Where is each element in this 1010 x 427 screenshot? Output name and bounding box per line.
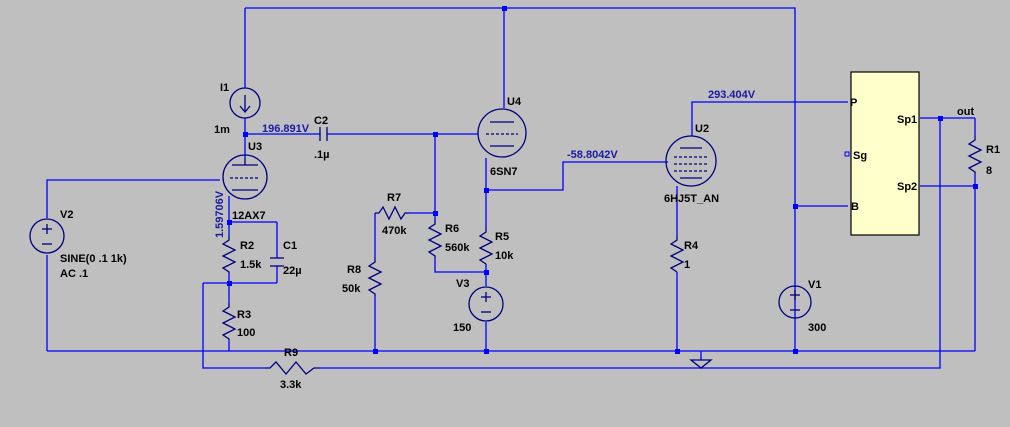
value-r2: 1.5k (240, 259, 262, 271)
value-i1: 1m (214, 124, 230, 136)
capacitor-c2 (319, 127, 328, 141)
label-out: out (957, 106, 974, 118)
tube-u3 (222, 154, 268, 200)
resistor-r9 (265, 360, 320, 376)
model-u2: 6HJ5T_AN (664, 193, 719, 205)
model-u3: 12AX7 (232, 210, 266, 222)
label-v1: V1 (808, 279, 821, 291)
label-r4: R4 (684, 240, 699, 252)
voltage-source-v2 (29, 218, 65, 254)
ground-symbol (689, 359, 713, 369)
resistor-r7 (375, 205, 409, 221)
voltage-u2-grid: -58.8042V (567, 149, 618, 161)
resistor-r2 (221, 236, 237, 273)
resistor-r3 (221, 303, 237, 340)
value-v2-line1: SINE(0 .1 1k) (60, 253, 127, 265)
pin-p: P (850, 97, 857, 109)
tube-u4 (477, 108, 527, 158)
resistor-r5 (478, 228, 494, 265)
pin-sp1: Sp1 (897, 114, 917, 126)
label-r2: R2 (240, 240, 254, 252)
voltage-source-v1 (778, 285, 812, 319)
resistor-r6 (427, 220, 443, 258)
value-r1: 8 (986, 165, 992, 177)
label-i1: I1 (220, 82, 229, 94)
wires (46, 7, 976, 369)
value-v2-line2: AC .1 (60, 268, 88, 280)
label-r1: R1 (986, 144, 1000, 156)
label-v2: V2 (60, 209, 73, 221)
voltage-u3-plate: 196.891V (262, 123, 310, 135)
pin-sp2: Sp2 (897, 181, 917, 193)
pin-b: B (851, 201, 859, 213)
value-r6: 560k (445, 242, 470, 254)
value-r5: 10k (495, 250, 514, 262)
capacitor-c1 (270, 257, 284, 267)
voltage-source-v3 (468, 286, 504, 322)
label-r9: R9 (284, 347, 298, 359)
value-v3: 150 (453, 322, 471, 334)
label-u4: U4 (507, 96, 522, 108)
value-r8: 50k (342, 283, 361, 295)
label-c2: C2 (314, 115, 328, 127)
pin-sg: Sg (853, 150, 867, 162)
value-r3: 100 (237, 327, 255, 339)
junction-nodes (227, 6, 978, 354)
voltage-u3-cathode: 1.59706V (214, 190, 226, 238)
current-source-i1 (229, 87, 261, 119)
output-transformer (844, 71, 920, 236)
voltage-annotations: 196.891V 1.59706V -58.8042V 293.404V (214, 89, 756, 238)
label-r3: R3 (237, 309, 251, 321)
label-r8: R8 (347, 264, 361, 276)
model-u4: 6SN7 (490, 166, 518, 178)
label-r7: R7 (387, 192, 401, 204)
label-v3: V3 (456, 278, 469, 290)
resistor-r4 (669, 236, 685, 273)
resistor-r8 (367, 258, 383, 296)
component-labels: I1 1m U3 12AX7 C2 .1µ C1 22µ R2 1.5k R3 … (60, 82, 1000, 391)
label-u3: U3 (248, 141, 262, 153)
label-c1: C1 (283, 240, 297, 252)
value-r7: 470k (382, 225, 407, 237)
label-r5: R5 (495, 231, 509, 243)
value-c2: .1µ (314, 149, 330, 161)
label-r6: R6 (445, 223, 459, 235)
label-u2: U2 (695, 123, 709, 135)
value-c1: 22µ (283, 265, 302, 277)
tube-u2 (665, 135, 717, 187)
resistor-r1 (967, 136, 983, 174)
value-r9: 3.3k (280, 379, 302, 391)
value-r4: 1 (684, 259, 690, 271)
transformer-pins: P Sg B Sp1 Sp2 (850, 97, 917, 213)
value-v1: 300 (808, 322, 826, 334)
voltage-u2-plate: 293.404V (708, 89, 756, 101)
